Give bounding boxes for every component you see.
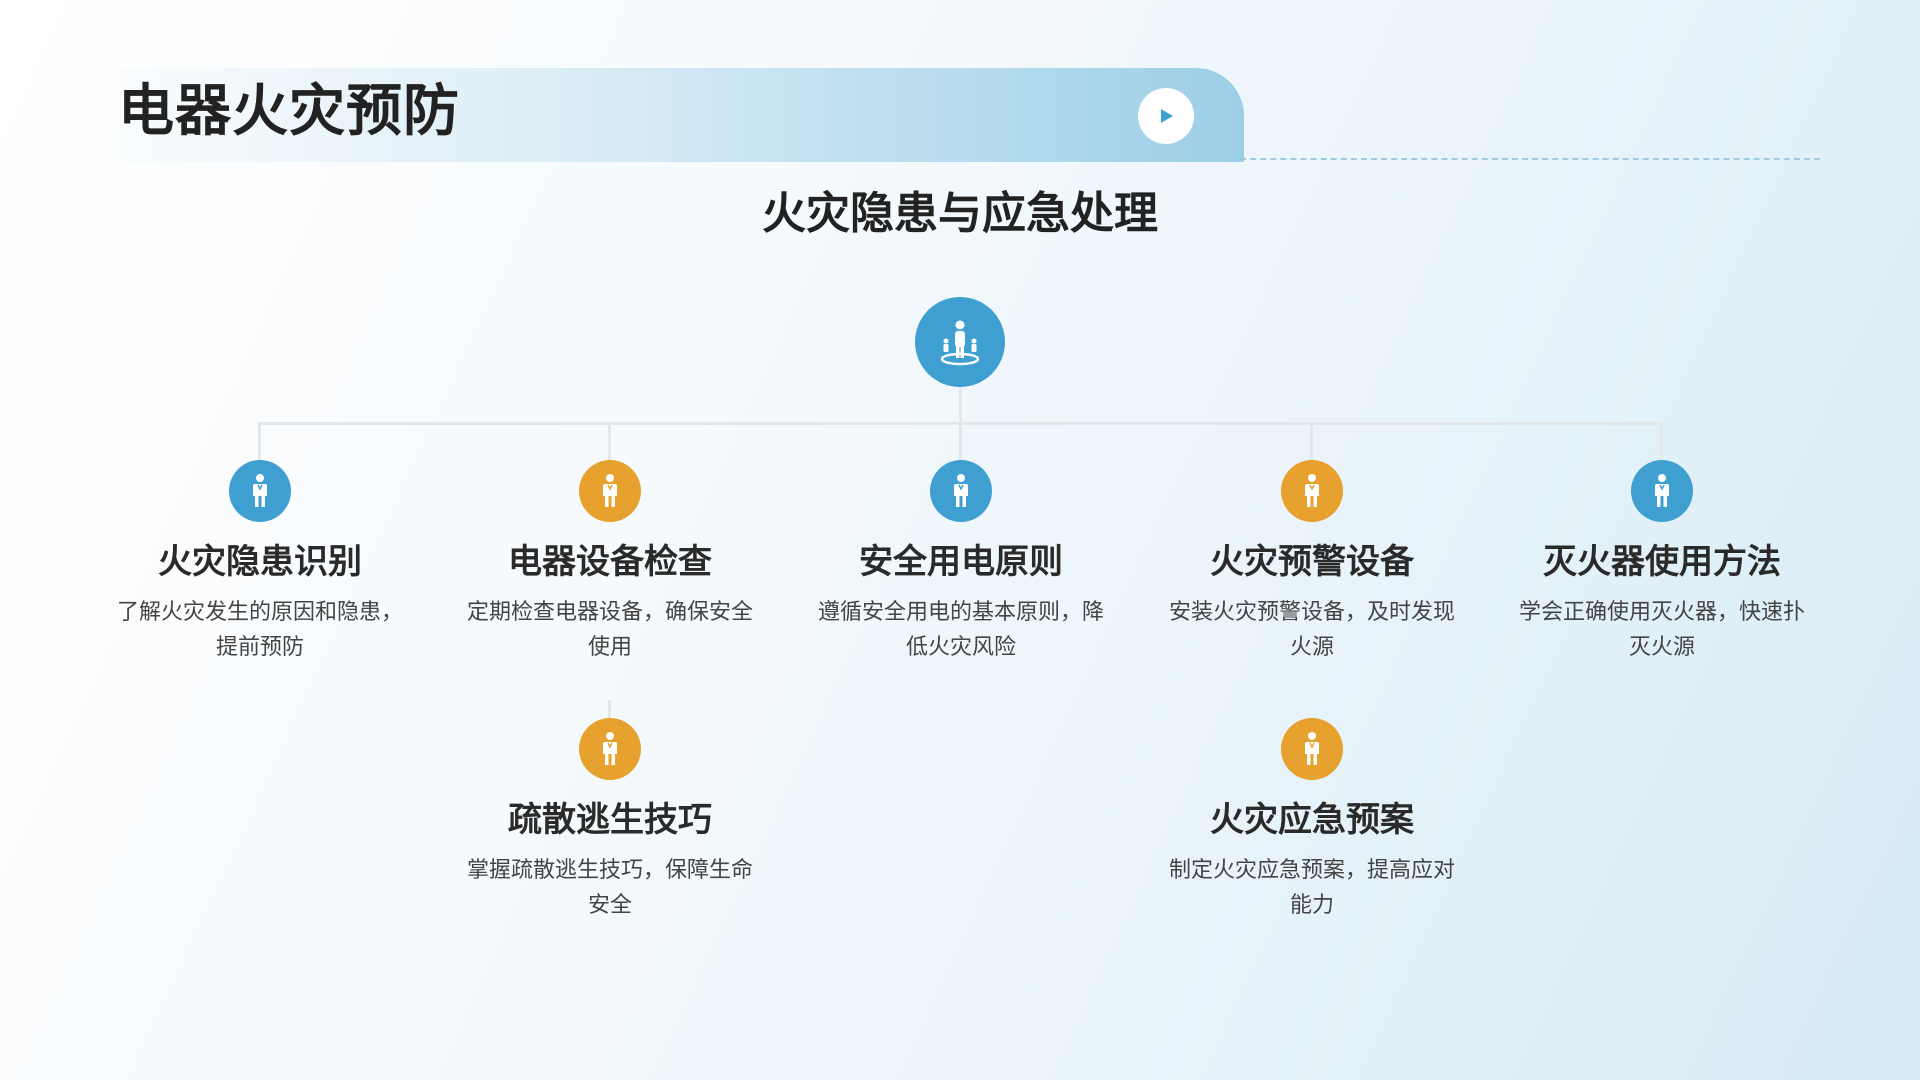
- node-icon-circle: [1281, 718, 1343, 780]
- connector-drop-4: [1310, 422, 1313, 462]
- node-icon-circle: [930, 460, 992, 522]
- person-icon: [1305, 474, 1319, 507]
- node-icon-circle: [579, 718, 641, 780]
- topic-node-safe-electricity: 安全用电原则遵循安全用电的基本原则，降低火灾风险: [811, 460, 1111, 665]
- root-node: [915, 297, 1005, 387]
- topic-node-hazard-identification: 火灾隐患识别了解火灾发生的原因和隐患，提前预防: [110, 460, 410, 665]
- node-description: 掌握疏散逃生技巧，保障生命安全: [466, 857, 753, 918]
- node-description: 安装火灾预警设备，及时发现火源: [1168, 599, 1455, 660]
- play-icon: [1161, 109, 1173, 123]
- node-description: 学会正确使用灭火器，快速扑灭火源: [1518, 599, 1805, 660]
- node-icon-circle: [1281, 460, 1343, 522]
- person-group-icon: [940, 320, 980, 366]
- node-description: 定期检查电器设备，确保安全使用: [466, 599, 753, 660]
- person-icon: [603, 474, 617, 507]
- node-heading: 电器设备检查: [508, 542, 712, 582]
- person-icon: [253, 474, 267, 507]
- connector-drop-3: [959, 422, 962, 462]
- title-band: [80, 68, 1244, 162]
- node-description: 了解火灾发生的原因和隐患，提前预防: [116, 599, 403, 660]
- topic-node-evacuation-skills: 疏散逃生技巧掌握疏散逃生技巧，保障生命安全: [460, 718, 760, 923]
- node-heading: 安全用电原则: [859, 542, 1063, 582]
- connector-root-stem: [959, 387, 962, 425]
- connector-drop-1: [258, 422, 261, 462]
- node-heading: 灭火器使用方法: [1543, 542, 1781, 582]
- person-icon: [954, 474, 968, 507]
- topic-node-appliance-inspection: 电器设备检查定期检查电器设备，确保安全使用: [460, 460, 760, 665]
- node-description: 制定火灾应急预案，提高应对能力: [1168, 857, 1455, 918]
- person-icon: [1305, 732, 1319, 765]
- node-heading: 火灾应急预案: [1210, 800, 1414, 840]
- connector-drop-2: [608, 422, 611, 462]
- node-heading: 疏散逃生技巧: [508, 800, 712, 840]
- section-subtitle: 火灾隐患与应急处理: [762, 188, 1158, 239]
- connector-drop-6: [608, 700, 611, 720]
- node-icon-circle: [229, 460, 291, 522]
- dashed-divider: [1220, 158, 1820, 160]
- connector-drop-5: [1660, 422, 1663, 462]
- node-icon-circle: [1631, 460, 1693, 522]
- page-title: 电器火灾预防: [118, 79, 460, 144]
- node-heading: 火灾预警设备: [1210, 542, 1414, 582]
- topic-node-emergency-plan: 火灾应急预案制定火灾应急预案，提高应对能力: [1162, 718, 1462, 923]
- topic-node-extinguisher-usage: 灭火器使用方法学会正确使用灭火器，快速扑灭火源: [1512, 460, 1812, 665]
- play-button[interactable]: [1138, 88, 1194, 144]
- node-icon-circle: [579, 460, 641, 522]
- topic-node-fire-warning: 火灾预警设备安装火灾预警设备，及时发现火源: [1162, 460, 1462, 665]
- node-description: 遵循安全用电的基本原则，降低火灾风险: [817, 599, 1104, 660]
- person-icon: [1655, 474, 1669, 507]
- person-icon: [603, 732, 617, 765]
- node-heading: 火灾隐患识别: [158, 542, 362, 582]
